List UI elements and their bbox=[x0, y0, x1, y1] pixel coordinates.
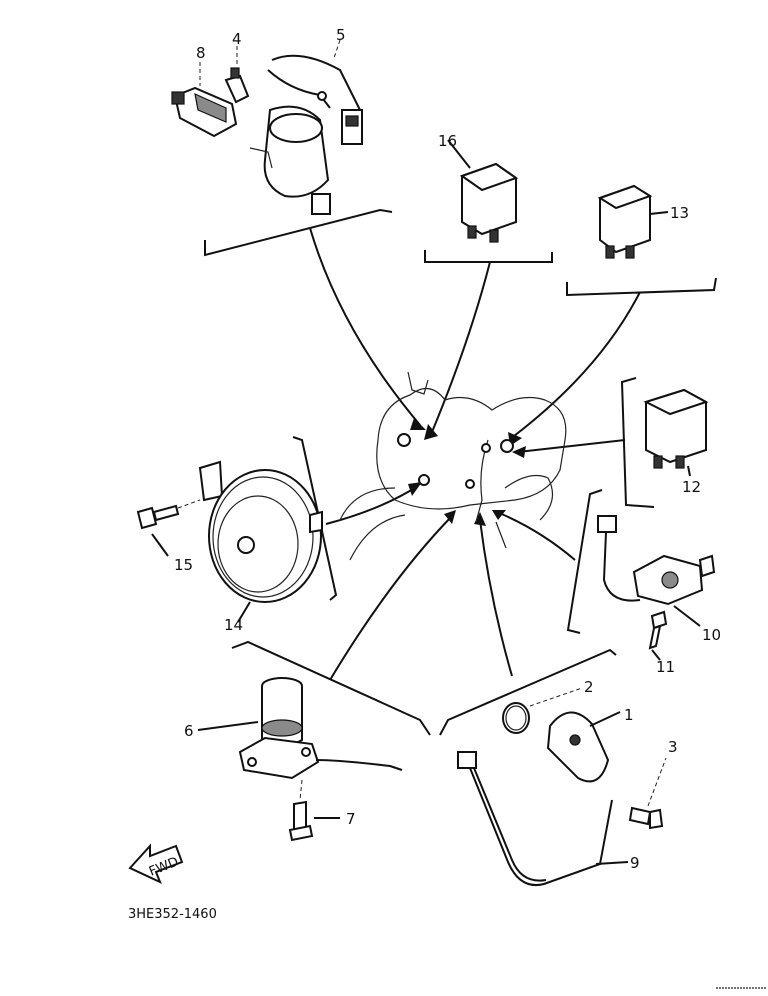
bracket-lower-left bbox=[231, 640, 431, 736]
callout-4: 4 bbox=[232, 30, 242, 48]
part-11-screw bbox=[648, 610, 668, 661]
part-3-screw bbox=[628, 757, 667, 830]
part-9-lead bbox=[457, 751, 629, 886]
callout-15: 15 bbox=[174, 556, 193, 574]
callout-5: 5 bbox=[336, 26, 346, 44]
part-12-relay bbox=[643, 388, 709, 477]
bracket-relay-13 bbox=[566, 277, 717, 297]
housing-top bbox=[249, 105, 331, 215]
callout-3: 3 bbox=[668, 738, 678, 756]
part-14-horn bbox=[198, 460, 323, 623]
connection-lines bbox=[309, 227, 641, 681]
part-8-sensor bbox=[171, 62, 238, 138]
bracket-right-switch bbox=[566, 489, 603, 634]
part-10-switch bbox=[597, 515, 716, 627]
callout-10: 10 bbox=[702, 626, 721, 644]
part-6-unit bbox=[197, 677, 403, 780]
frame-sketch bbox=[339, 371, 567, 561]
callout-1: 1 bbox=[624, 706, 634, 724]
bracket-relay-16 bbox=[424, 250, 553, 263]
bracket-relay-12 bbox=[620, 377, 655, 508]
bracket-lower-right bbox=[439, 648, 617, 736]
callout-12: 12 bbox=[682, 478, 701, 496]
callout-8: 8 bbox=[196, 44, 206, 62]
part-15-bolt bbox=[136, 499, 201, 557]
callout-16: 16 bbox=[438, 132, 457, 150]
drawing-code: 3HE352-1460 bbox=[128, 907, 217, 922]
bracket-top-left bbox=[204, 208, 393, 257]
fwd-arrow-icon: FWD bbox=[128, 843, 184, 884]
part-2-o-ring bbox=[502, 687, 583, 734]
callout-14: 14 bbox=[224, 616, 243, 634]
callout-6: 6 bbox=[184, 722, 194, 740]
callout-11: 11 bbox=[656, 658, 675, 676]
part-7-bolt bbox=[288, 779, 340, 842]
callout-9: 9 bbox=[630, 854, 640, 872]
part-13-relay bbox=[597, 184, 669, 259]
part-4-switch bbox=[224, 46, 250, 104]
callout-7: 7 bbox=[346, 810, 356, 828]
callout-2: 2 bbox=[584, 678, 594, 696]
part-16-relay bbox=[447, 139, 519, 243]
part-1-sensor-plate bbox=[546, 711, 621, 783]
part-5-lead-wire bbox=[267, 39, 363, 145]
callout-13: 13 bbox=[670, 204, 689, 222]
